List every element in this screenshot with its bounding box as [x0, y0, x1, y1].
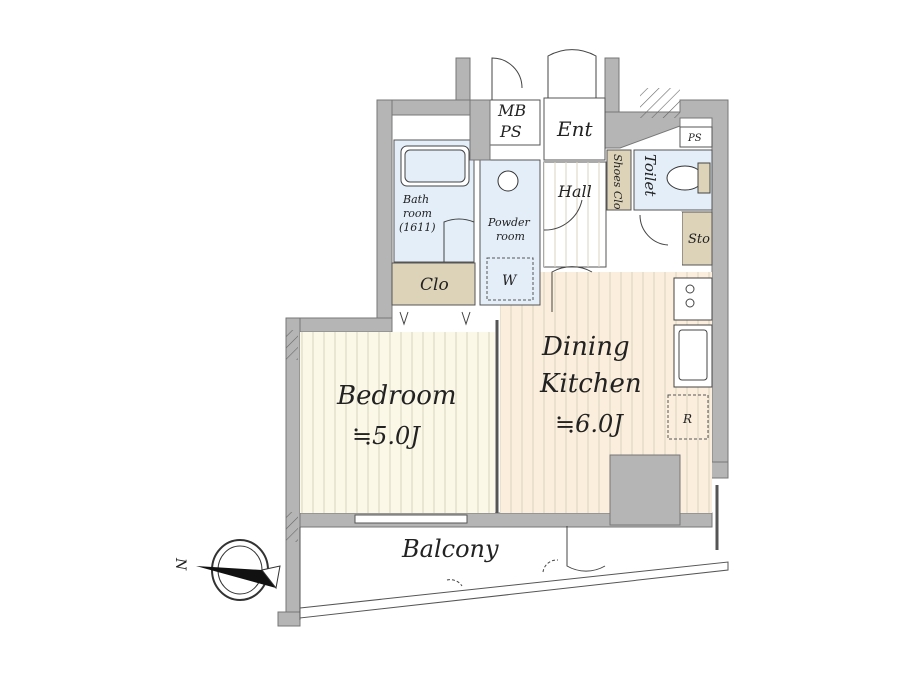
stove-icon [673, 277, 713, 321]
sink-icon [497, 170, 519, 192]
bath-label-1: Bath [402, 193, 429, 206]
clo-label: Clo [420, 275, 449, 295]
dining-kitchen-size: ≒6.0J [555, 410, 624, 438]
balcony-label: Balcony [401, 535, 499, 563]
kitchen-label: Kitchen [539, 369, 642, 399]
washer-space [486, 257, 534, 301]
bath-label-2: room [403, 207, 432, 220]
powder-label-2: room [496, 230, 525, 243]
powder-label-1: Powder [487, 216, 531, 229]
doors [354, 49, 669, 572]
entrance-floor [543, 97, 606, 161]
mbps-label: MB [497, 101, 526, 120]
hall-label: Hall [557, 182, 592, 201]
shoes-clo-label: Shoes Clo [611, 154, 624, 210]
ent-label: Ent [556, 117, 593, 141]
fridge-label: R [682, 412, 692, 426]
bath-label-3: (1611) [399, 221, 436, 234]
clo-floor [391, 262, 476, 306]
shoes-clo-box [606, 149, 632, 211]
dining-label: Dining [541, 332, 630, 362]
sto-label: Sto [688, 232, 710, 247]
compass-north-label: N [172, 557, 188, 571]
ps-label: PS [687, 133, 702, 144]
north-compass-icon: N [172, 539, 281, 601]
w-label: W [502, 273, 518, 289]
bedroom-size: ≒5.0J [352, 422, 421, 450]
bedroom-label: Bedroom [336, 381, 457, 411]
room-labels: MB PS Ent PS Shoes Clo Toilet Bath room … [336, 101, 710, 563]
kitchen-sink-icon [673, 324, 713, 388]
balcony [299, 485, 729, 620]
ps-box [679, 126, 713, 148]
mbps-box [489, 99, 541, 146]
mbps-label-2: PS [499, 122, 522, 141]
fridge-space [667, 394, 709, 440]
toilet-label: Toilet [641, 154, 659, 197]
